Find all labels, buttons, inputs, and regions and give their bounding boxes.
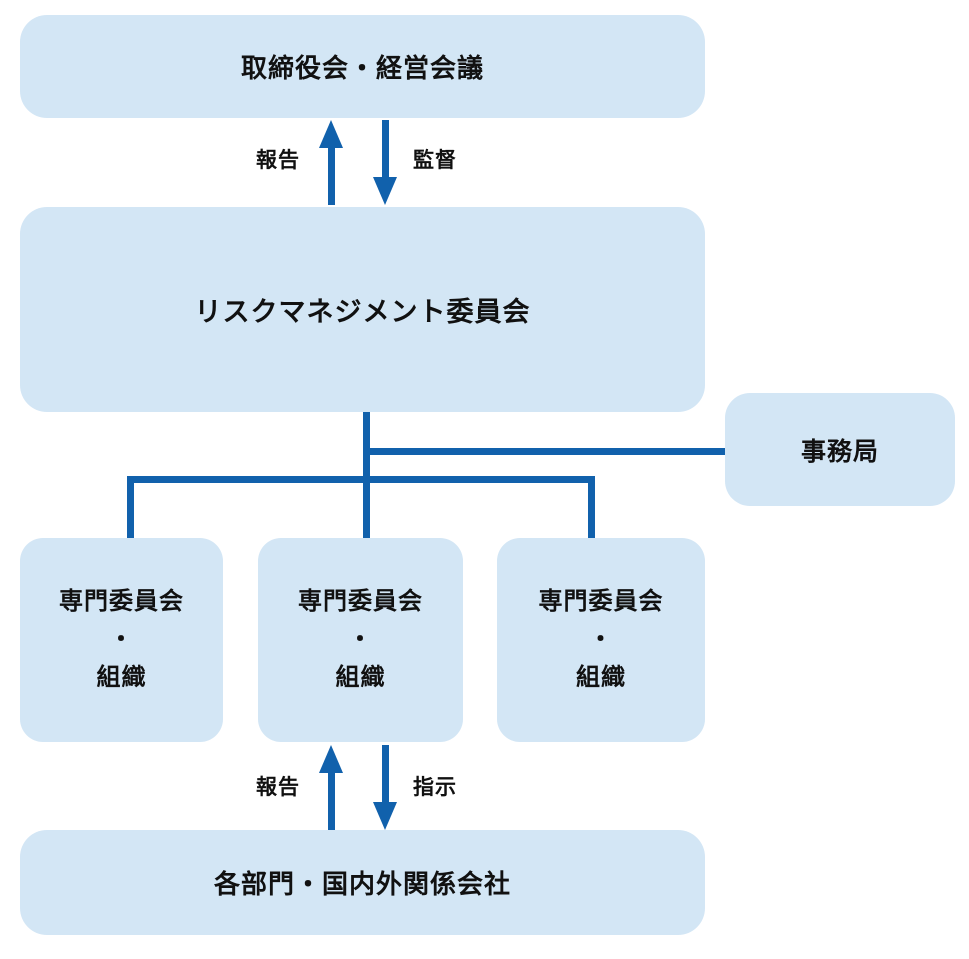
- box-departments-affiliates-label: 各部門・国内外関係会社: [213, 869, 511, 899]
- box-board-of-directors-label: 取締役会・経営会議: [240, 53, 484, 83]
- box-specialized-committee-1-line-2: ・: [109, 626, 134, 653]
- box-specialized-committee-2-line-1: 専門委員会: [298, 588, 423, 615]
- box-specialized-committee-1-line-3: 組織: [96, 664, 147, 691]
- connector-branch-left-vertical: [127, 476, 134, 538]
- report-up-arrow-bottom-shaft: [328, 771, 335, 830]
- connector-main-vertical: [363, 412, 370, 538]
- report-up-arrow-bottom-icon: [319, 745, 343, 773]
- box-board-of-directors: 取締役会・経営会議: [20, 15, 705, 118]
- box-specialized-committee-3: 専門委員会 ・ 組織: [497, 538, 705, 742]
- box-specialized-committee-1: 専門委員会 ・ 組織: [20, 538, 223, 742]
- supervise-label: 監督: [413, 149, 457, 172]
- box-risk-management-committee-label: リスクマネジメント委員会: [194, 297, 531, 327]
- box-specialized-committee-3-line-1: 専門委員会: [538, 588, 664, 615]
- instruct-down-arrow-icon: [373, 802, 397, 830]
- box-specialized-committee-3-line-3: 組織: [576, 664, 626, 691]
- connector-branch-right-vertical: [588, 476, 595, 538]
- box-secretariat-label: 事務局: [800, 437, 879, 466]
- supervise-down-arrow-icon: [373, 177, 397, 205]
- report-up-arrow-shaft: [328, 146, 335, 205]
- instruct-down-arrow-shaft: [382, 745, 389, 804]
- box-risk-management-committee: リスクマネジメント委員会: [20, 207, 705, 412]
- box-specialized-committee-1-line-1: 専門委員会: [59, 588, 184, 615]
- report-label-bottom: 報告: [256, 776, 300, 799]
- report-label-top: 報告: [256, 149, 300, 172]
- connector-branch-horizontal: [127, 476, 595, 483]
- instruct-label: 指示: [413, 776, 457, 799]
- supervise-down-arrow-shaft: [382, 120, 389, 179]
- box-specialized-committee-2-line-3: 組織: [335, 664, 386, 691]
- box-specialized-committee-2: 専門委員会 ・ 組織: [258, 538, 463, 742]
- box-departments-affiliates: 各部門・国内外関係会社: [20, 830, 705, 935]
- box-specialized-committee-2-line-2: ・: [348, 626, 373, 653]
- report-up-arrow-icon: [319, 120, 343, 148]
- box-secretariat: 事務局: [725, 393, 955, 506]
- box-specialized-committee-3-line-2: ・: [588, 626, 614, 653]
- connector-to-secretariat: [363, 448, 725, 455]
